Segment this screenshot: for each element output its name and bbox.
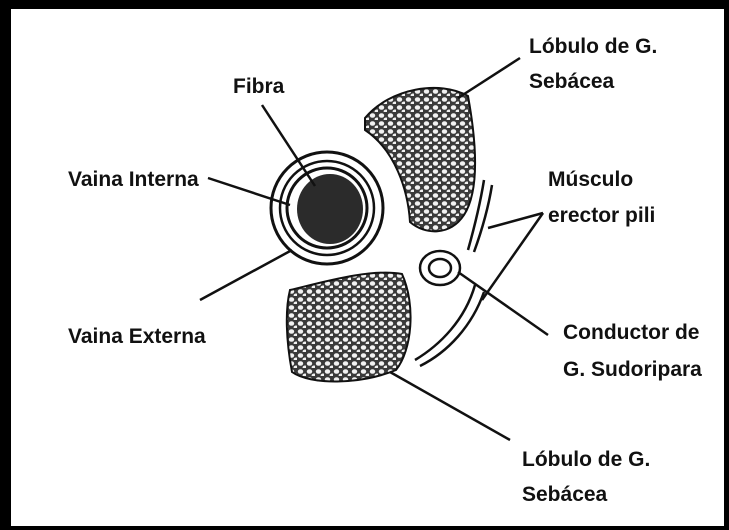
label-lobulo-bottom-line2: Sebácea — [522, 483, 608, 506]
label-vaina-interna: Vaina Interna — [68, 168, 199, 191]
conductor-sudoripara — [420, 251, 460, 285]
leader-fibra — [262, 105, 315, 186]
leader-lobulo-top — [458, 58, 520, 98]
leader-vaina-externa — [200, 250, 292, 300]
lobulo-sebacea-bottom — [287, 273, 411, 382]
label-lobulo-top-line2: Sebácea — [529, 70, 615, 93]
conductor-outer — [420, 251, 460, 285]
label-conductor-line1: Conductor de — [563, 321, 700, 344]
leader-conductor — [458, 272, 548, 335]
fibra-shape — [297, 174, 363, 244]
label-conductor-line2: G. Sudoripara — [563, 358, 702, 381]
label-lobulo-bottom-line1: Lóbulo de G. — [522, 448, 650, 471]
conductor-inner — [429, 259, 451, 277]
label-musculo-line1: Músculo — [548, 168, 633, 191]
label-musculo-line2: erector pili — [548, 204, 655, 227]
label-lobulo-top-line1: Lóbulo de G. — [529, 35, 657, 58]
hair-follicle — [271, 152, 383, 264]
label-fibra: Fibra — [233, 75, 285, 98]
leader-lobulo-bottom — [390, 372, 510, 440]
label-vaina-externa: Vaina Externa — [68, 325, 206, 348]
